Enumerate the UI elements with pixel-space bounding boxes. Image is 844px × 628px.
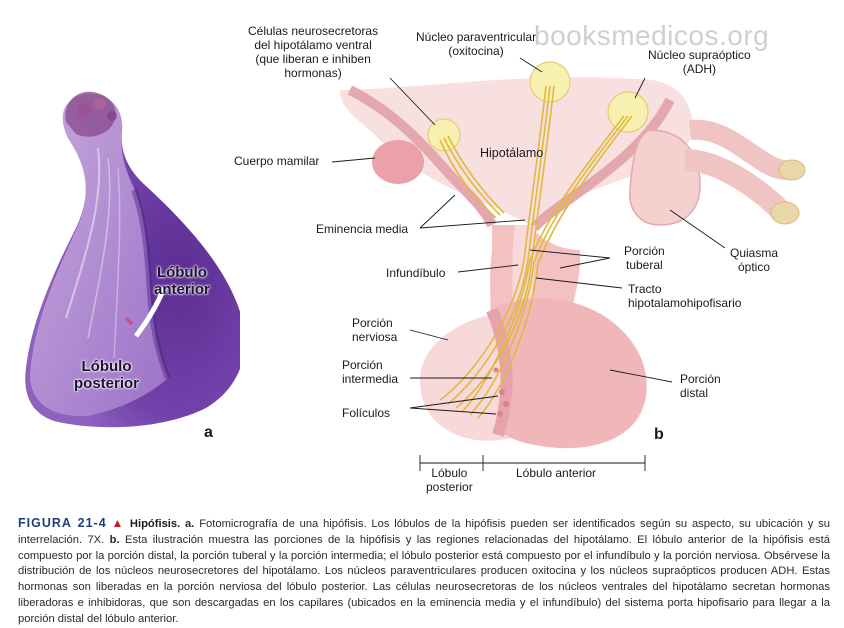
porcion-nerviosa-line1: Porción bbox=[352, 316, 393, 330]
paraventricular-line2: (oxitocina) bbox=[448, 44, 504, 58]
label-tracto-hipotalamohipofisario: Tracto hipotalamohipofisario bbox=[628, 282, 741, 310]
porcion-nerviosa-line2: nerviosa bbox=[352, 330, 398, 344]
pars-distalis-shape bbox=[490, 298, 647, 449]
optic-chiasm-shape bbox=[629, 129, 701, 226]
panel-letter-a: a bbox=[204, 424, 213, 441]
ventral-neurosecretory-nucleus bbox=[427, 118, 461, 152]
celulas-line2: del hipotálamo ventral bbox=[254, 38, 372, 52]
porcion-distal-line1: Porción bbox=[680, 372, 721, 386]
figure-title: Hipófisis. bbox=[129, 518, 181, 530]
paraventricular-nucleus bbox=[529, 61, 571, 103]
label-lobulo-anterior-bracket: Lóbulo anterior bbox=[516, 466, 597, 480]
celulas-line4: hormonas) bbox=[284, 66, 342, 80]
label-nucleo-supraoptico: Núcleo supraóptico (ADH) bbox=[648, 48, 751, 76]
label-porcion-distal: Porción distal bbox=[680, 372, 721, 400]
label-nucleo-paraventricular: Núcleo paraventricular (oxitocina) bbox=[416, 30, 536, 58]
label-lobulo-posterior: Lóbulo posterior bbox=[74, 358, 139, 392]
celulas-line3: (que liberan e inhiben bbox=[255, 52, 371, 66]
quiasma-line1: Quiasma bbox=[730, 246, 779, 260]
label-porcion-intermedia: Porción intermedia bbox=[342, 358, 398, 386]
porcion-intermedia-line2: intermedia bbox=[342, 372, 399, 386]
caption-part-a-letter: a. bbox=[185, 518, 195, 530]
label-celulas-neurosecretoras: Células neurosecretoras del hipotálamo v… bbox=[248, 24, 378, 80]
photomicrograph-panel: Lóbulo anterior Lóbulo posterior a bbox=[18, 18, 240, 448]
lobulo-posterior-line2: posterior bbox=[74, 375, 140, 392]
paraventricular-line1: Núcleo paraventricular bbox=[416, 30, 537, 44]
label-porcion-tuberal: Porción tuberal bbox=[624, 244, 665, 272]
supraoptico-line2: (ADH) bbox=[682, 62, 717, 76]
figure-caption: FIGURA 21-4 ▲ Hipófisis. a. Fotomicrogra… bbox=[18, 516, 830, 628]
label-infundibulo: Infundíbulo bbox=[386, 266, 446, 280]
label-hipotalamo: Hipotálamo bbox=[480, 146, 544, 160]
lobulo-anterior-line1: Lóbulo bbox=[156, 264, 207, 281]
caption-part-a-text: Fotomicrografía de una hipófisis. Los ló… bbox=[18, 518, 830, 546]
lobulo-posterior-line1: Lóbulo bbox=[81, 358, 132, 375]
label-lobulo-anterior: Lóbulo anterior bbox=[154, 264, 210, 298]
lobulo-posterior-bracket-line1: Lóbulo bbox=[431, 466, 468, 480]
supraoptic-nucleus bbox=[607, 91, 649, 133]
hypothalamus-shape bbox=[340, 77, 693, 225]
quiasma-line2: óptico bbox=[738, 260, 771, 274]
tracto-line2: hipotalamohipofisario bbox=[628, 296, 742, 310]
porcion-intermedia-line1: Porción bbox=[342, 358, 383, 372]
figure-number: FIGURA 21-4 bbox=[18, 516, 107, 530]
tracto-line1: Tracto bbox=[628, 282, 662, 296]
caption-part-b-letter: b. bbox=[109, 533, 120, 546]
porcion-distal-line2: distal bbox=[680, 386, 709, 400]
triangle-icon: ▲ bbox=[111, 516, 126, 530]
label-cuerpo-mamilar: Cuerpo mamilar bbox=[234, 154, 320, 168]
lobulo-posterior-bracket-line2: posterior bbox=[426, 480, 473, 494]
hypophysis-illustration-panel: Células neurosecretoras del hipotálamo v… bbox=[230, 10, 844, 500]
label-quiasma-optico: Quiasma óptico bbox=[730, 246, 778, 274]
caption-part-b-text: Esta ilustración muestra las porciones d… bbox=[18, 533, 830, 625]
lobulo-anterior-line2: anterior bbox=[154, 281, 210, 298]
pituitary-micrograph-image bbox=[25, 91, 240, 428]
celulas-line1: Células neurosecretoras bbox=[248, 24, 379, 38]
hypophysis-illustration bbox=[331, 57, 806, 471]
label-eminencia-media: Eminencia media bbox=[316, 222, 409, 236]
watermark: booksmedicos.org bbox=[534, 20, 770, 51]
label-lobulo-posterior-bracket: Lóbulo posterior bbox=[426, 466, 473, 494]
panel-letter-b: b bbox=[654, 426, 664, 443]
mamillary-body-shape bbox=[372, 140, 424, 184]
porcion-tuberal-line2: tuberal bbox=[625, 258, 663, 272]
supraoptico-line1: Núcleo supraóptico bbox=[648, 48, 751, 62]
label-foliculos: Folículos bbox=[342, 406, 391, 420]
porcion-tuberal-line1: Porción bbox=[624, 244, 665, 258]
hypothalamohypophyseal-tract bbox=[439, 85, 633, 419]
label-porcion-nerviosa: Porción nerviosa bbox=[352, 316, 397, 344]
leader-lines bbox=[331, 57, 726, 471]
